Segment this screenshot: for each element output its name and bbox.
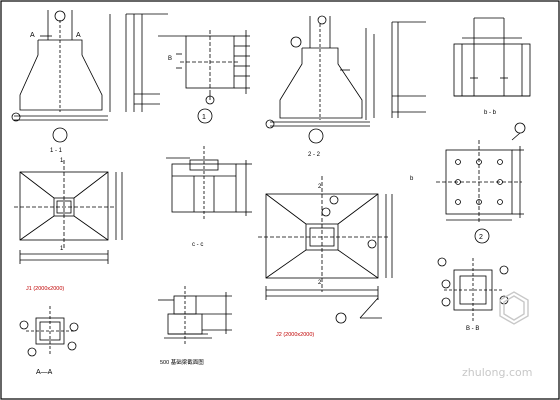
marker-1-plan-top: 1: [60, 158, 64, 164]
caption-2-2: 2 - 2: [308, 152, 321, 158]
marker-1-top: 1: [202, 114, 206, 121]
caption-plan-j2: J2 (2000x2000): [276, 332, 314, 338]
footing-plan-j1: [14, 160, 123, 264]
caption-b-b-top: b - b: [484, 110, 497, 116]
foundation-beam-detail: [158, 286, 232, 346]
caption-beam-detail: 500 基础梁截面图: [160, 358, 204, 366]
caption-c-c: c - c: [192, 242, 203, 248]
beam-section-c-c: [166, 146, 252, 220]
caption-b-b: B - B: [466, 326, 479, 332]
marker-a-left: A: [30, 32, 35, 39]
footing-section-2-2: [265, 15, 370, 144]
marker-b-lower: b: [410, 176, 414, 182]
caption-1-1: 1 - 1: [50, 148, 63, 154]
elevation-dimension-lines: [373, 21, 426, 118]
marker-2-plan-bottom: 2: [318, 280, 322, 286]
column-rebar-detail-top: [158, 30, 250, 124]
column-base-section-b-b: [437, 257, 509, 322]
marker-2-plan-top: 2: [318, 184, 322, 190]
footing-section-1-1: [11, 10, 168, 143]
caption-plan-j1: J1 (2000x2000): [26, 286, 64, 292]
watermark-logo: [499, 291, 529, 325]
column-base-bolt-plan: [436, 122, 526, 244]
column-base-detail-b-b: [453, 17, 531, 97]
watermark-text: zhulong.com: [462, 366, 532, 379]
marker-a-right: A: [76, 32, 81, 39]
marker-2-circle: 2: [479, 234, 483, 241]
caption-a-a: A—A: [36, 369, 53, 376]
footing-plan-j2: [258, 176, 393, 324]
marker-1-plan-bottom: 1: [60, 246, 64, 252]
column-section-a-a: [19, 306, 79, 357]
marker-b-top: B: [168, 56, 172, 62]
